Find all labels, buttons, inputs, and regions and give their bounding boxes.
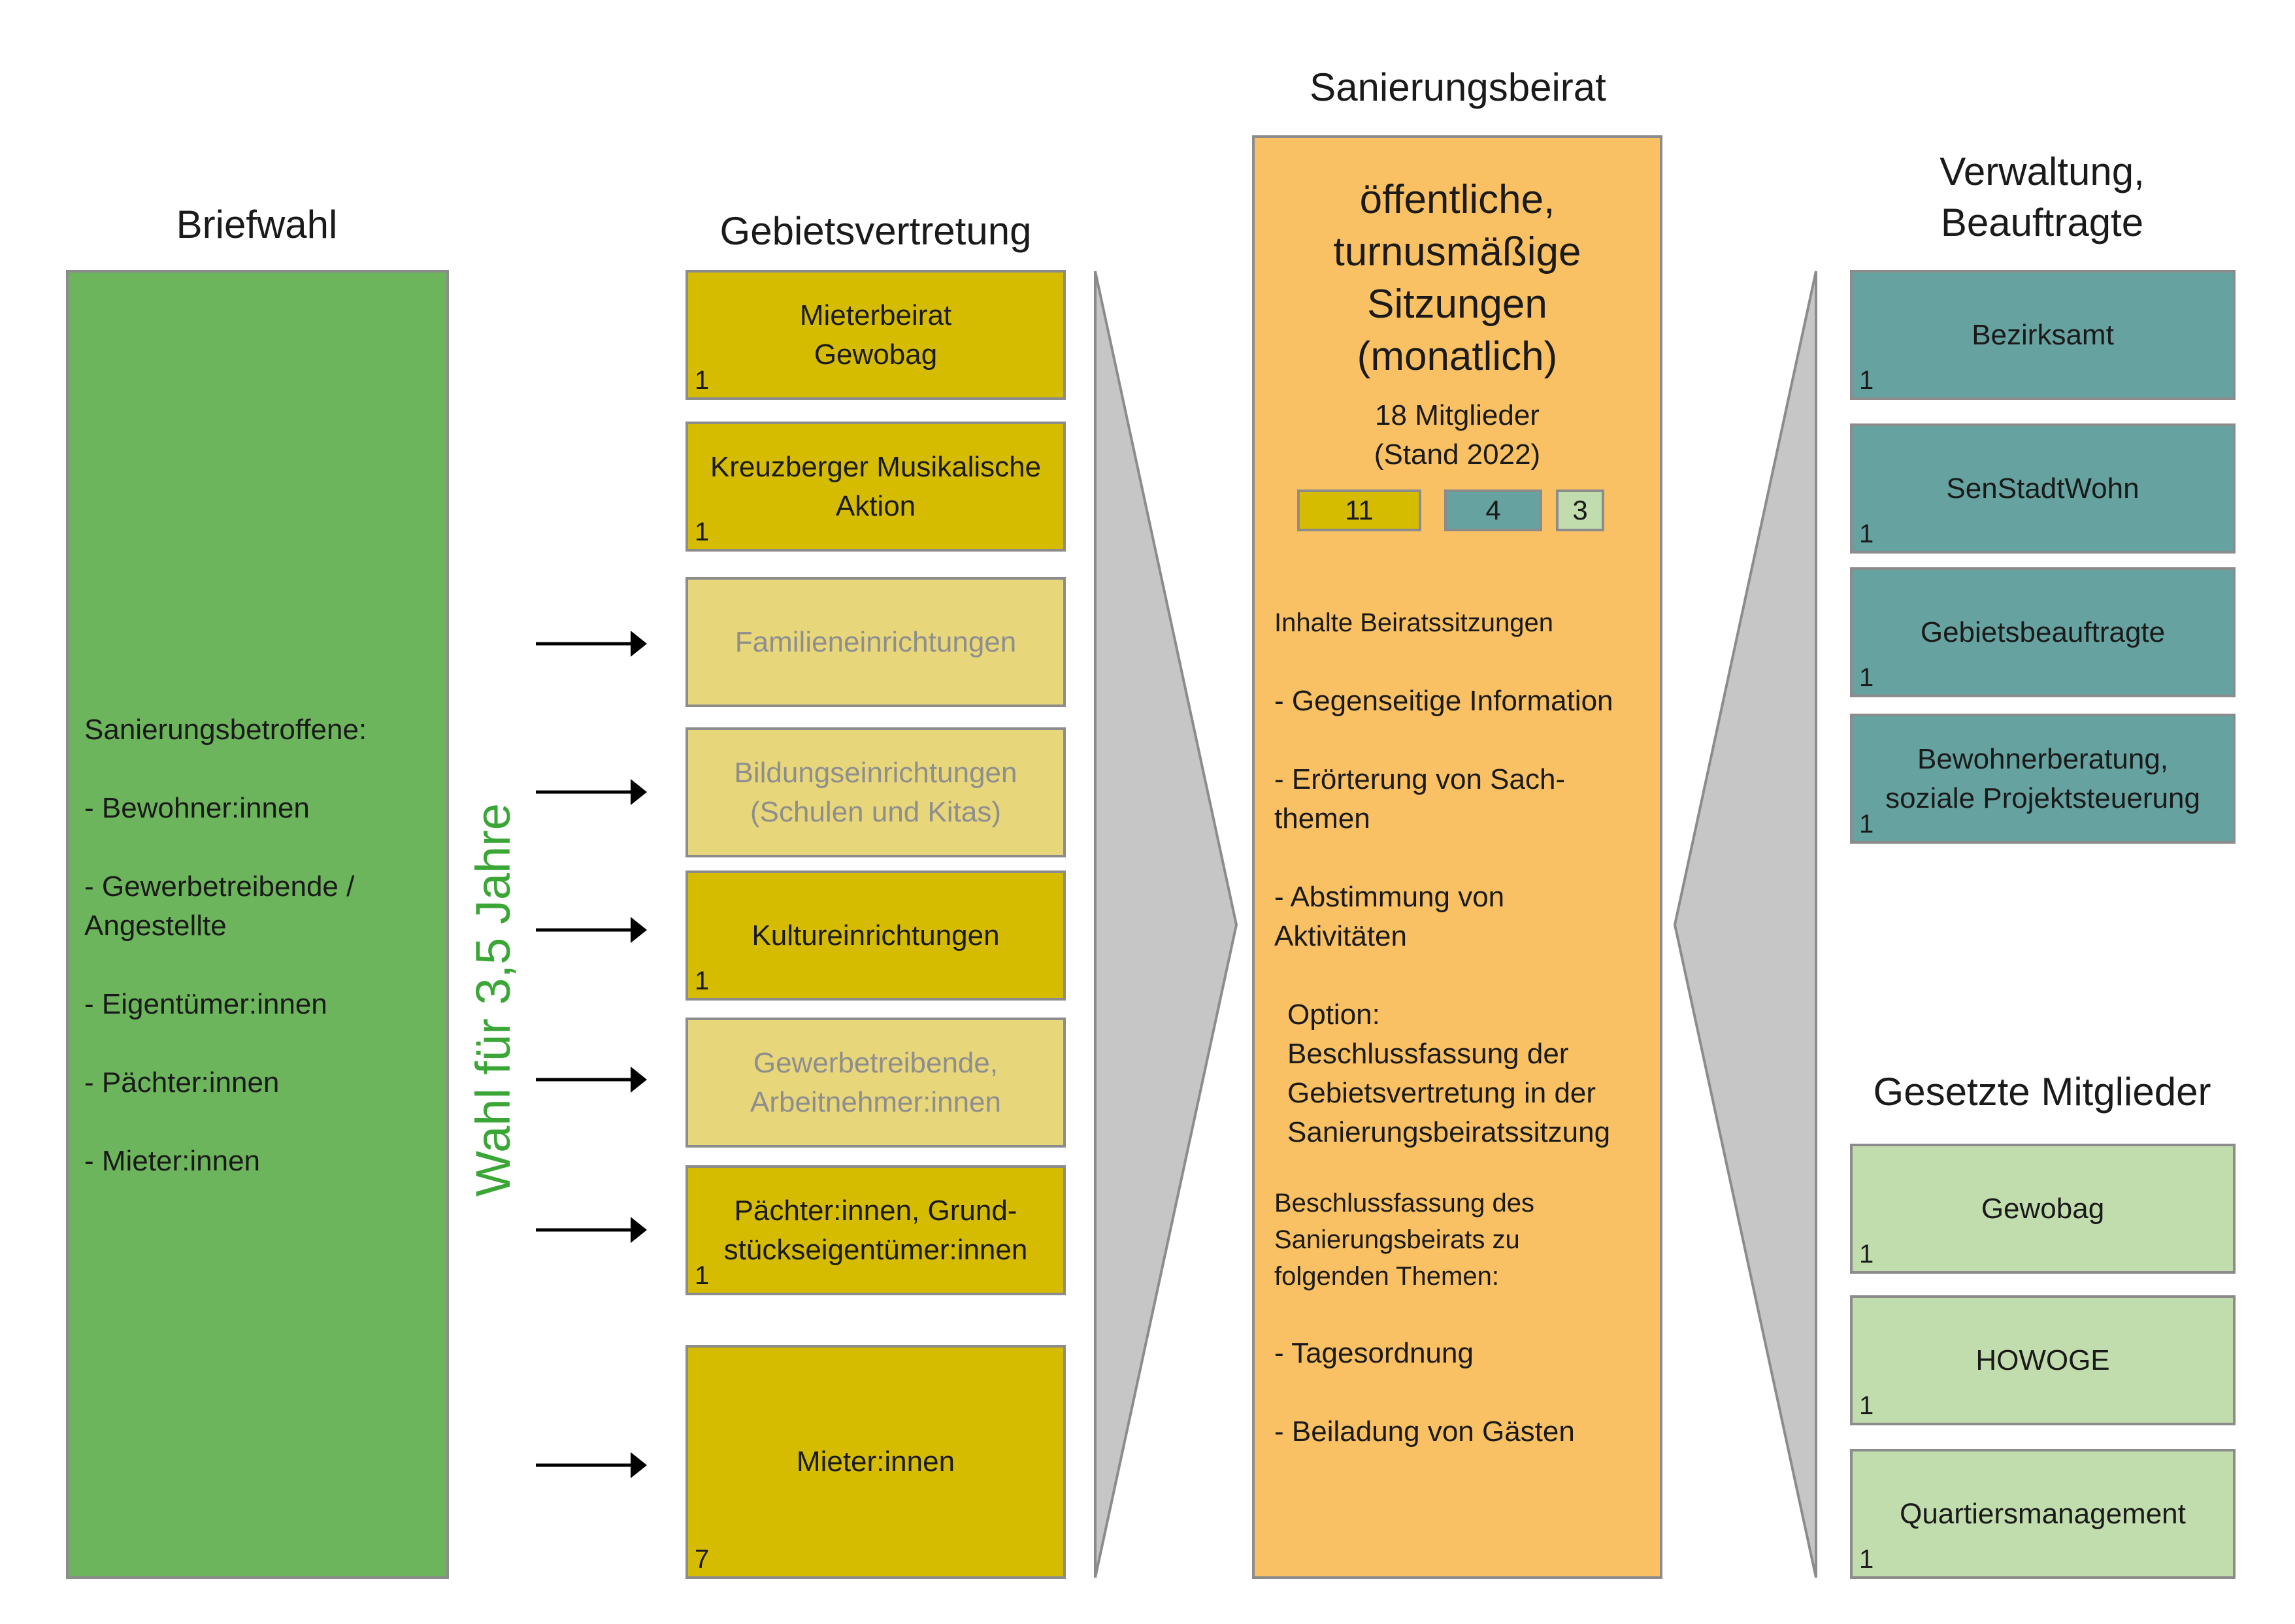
briefwahl-item: - Mieter:innen xyxy=(84,1145,261,1177)
gv-group-label: Kultureinrichtungen xyxy=(751,919,1000,952)
arrow-icon xyxy=(536,631,647,657)
gebietsvertretung-heading: Gebietsvertretung xyxy=(719,209,1032,253)
admin-label: Gebietsbeauftragte xyxy=(1920,616,2166,648)
set-member-label: Quartiersmanagement xyxy=(1900,1497,2186,1530)
arrow-icon xyxy=(536,1217,647,1243)
gv-group-label: Mieter:innen xyxy=(796,1446,955,1478)
gv-group-box: Kultureinrichtungen 1 xyxy=(685,870,1066,1001)
admin-label: Bezirksamt xyxy=(1972,318,2114,351)
content-item: - Gegenseitige Information xyxy=(1274,685,1613,717)
gv-group-label: Gewerbetreibende, Arbeitnehmer:innen xyxy=(750,1046,1001,1118)
set-member-box: HOWOGE 1 xyxy=(1850,1295,2236,1425)
count-chip-gesetzt: 3 xyxy=(1556,489,1604,531)
set-member-label: HOWOGE xyxy=(1975,1344,2110,1376)
set-member-label: Gewobag xyxy=(1981,1192,2105,1225)
gv-group-box: Familieneinrichtungen xyxy=(685,577,1066,707)
admin-count: 1 xyxy=(1859,810,1874,838)
gv-group-label: Familieneinrichtungen xyxy=(735,625,1017,658)
sanierungsbeirat-box: öffentliche, turnusmäßige Sitzungen (mon… xyxy=(1252,135,1662,1579)
briefwahl-box: Sanierungsbetroffene: - Bewohner:innen -… xyxy=(66,270,449,1579)
admin-box: Gebietsbeauftragte 1 xyxy=(1850,567,2236,697)
election-label: Wahl für 3,5 Jahre xyxy=(466,803,520,1197)
verwaltung-heading: Verwaltung, Beauftragte xyxy=(1940,150,2145,244)
members-count: 18 Mitglieder (Stand 2022) xyxy=(1374,399,1541,471)
admin-count: 1 xyxy=(1859,520,1874,548)
briefwahl-item: - Pächter:innen xyxy=(84,1067,280,1099)
arrow-icon xyxy=(536,1067,647,1093)
gv-group-count: 1 xyxy=(695,967,710,995)
gv-group-box: Mieterbeirat Gewobag 1 xyxy=(685,270,1066,400)
briefwahl-item: - Bewohner:innen xyxy=(84,792,310,824)
gv-group-label: Bildungseinrichtungen (Schulen und Kitas… xyxy=(734,756,1017,828)
decision-heading: Beschlussfassung des Sanierungsbeirats z… xyxy=(1274,1189,1535,1291)
briefwahl-heading: Briefwahl xyxy=(176,203,338,246)
count-chip-verwaltung: 4 xyxy=(1444,489,1542,531)
option-text: Option: Beschlussfassung der Gebietsvert… xyxy=(1287,999,1611,1148)
set-member-count: 1 xyxy=(1859,1545,1874,1574)
gv-group-label: Pächter:innen, Grund- stückseigentümer:i… xyxy=(723,1194,1028,1266)
admin-box: Bewohnerberatung, soziale Projektsteueru… xyxy=(1850,714,2236,844)
gv-group-box: Mieter:innen 7 xyxy=(685,1345,1066,1579)
arrow-icon xyxy=(536,1452,647,1478)
gv-group-box: Gewerbetreibende, Arbeitnehmer:innen xyxy=(685,1018,1066,1148)
briefwahl-intro: Sanierungsbetroffene: xyxy=(84,714,367,746)
funnel-left xyxy=(1094,271,1238,1578)
gv-group-count: 1 xyxy=(695,366,710,395)
count-chip-gebietsvertretung: 11 xyxy=(1297,489,1421,531)
sanierungsbeirat-title: öffentliche, turnusmäßige Sitzungen (mon… xyxy=(1333,177,1581,379)
admin-count: 1 xyxy=(1859,663,1874,692)
gv-group-label: Mieterbeirat Gewobag xyxy=(799,299,952,371)
arrow-icon xyxy=(536,917,647,943)
decision-item: - Tagesordnung xyxy=(1274,1337,1474,1369)
election-arrows xyxy=(536,631,647,1478)
arrow-icon xyxy=(536,779,647,805)
content-item: - Abstimmung von Aktivitäten xyxy=(1274,881,1505,952)
content-item: - Erörterung von Sach- themen xyxy=(1274,763,1566,835)
gesetzte-mitglieder-heading: Gesetzte Mitglieder xyxy=(1873,1070,2211,1114)
gv-group-box: Bildungseinrichtungen (Schulen und Kitas… xyxy=(685,727,1066,857)
content-heading: Inhalte Beiratssitzungen xyxy=(1274,608,1553,637)
gv-group-count: 1 xyxy=(695,518,710,546)
gv-group-label: Kreuzberger Musikalische Aktion xyxy=(710,450,1042,522)
admin-box: SenStadtWohn 1 xyxy=(1850,423,2236,554)
gv-group-count: 1 xyxy=(695,1261,710,1290)
admin-label: Bewohnerberatung, soziale Projektsteueru… xyxy=(1885,742,2200,814)
briefwahl-item: - Gewerbetreibende / Angestellte xyxy=(84,870,355,942)
set-member-count: 1 xyxy=(1859,1240,1874,1268)
decision-item: - Beiladung von Gästen xyxy=(1274,1416,1575,1448)
admin-box: Bezirksamt 1 xyxy=(1850,270,2236,400)
set-member-box: Quartiersmanagement 1 xyxy=(1850,1449,2236,1579)
admin-label: SenStadtWohn xyxy=(1946,472,2139,505)
gv-group-box: Kreuzberger Musikalische Aktion 1 xyxy=(685,422,1066,552)
sanierungsbeirat-heading: Sanierungsbeirat xyxy=(1310,65,1606,109)
set-member-box: Gewobag 1 xyxy=(1850,1144,2236,1274)
briefwahl-item: - Eigentümer:innen xyxy=(84,988,327,1020)
admin-count: 1 xyxy=(1859,366,1874,395)
funnel-right xyxy=(1673,271,1817,1578)
gv-group-box: Pächter:innen, Grund- stückseigentümer:i… xyxy=(685,1165,1066,1295)
set-member-count: 1 xyxy=(1859,1391,1874,1420)
gv-group-count: 7 xyxy=(695,1545,710,1574)
